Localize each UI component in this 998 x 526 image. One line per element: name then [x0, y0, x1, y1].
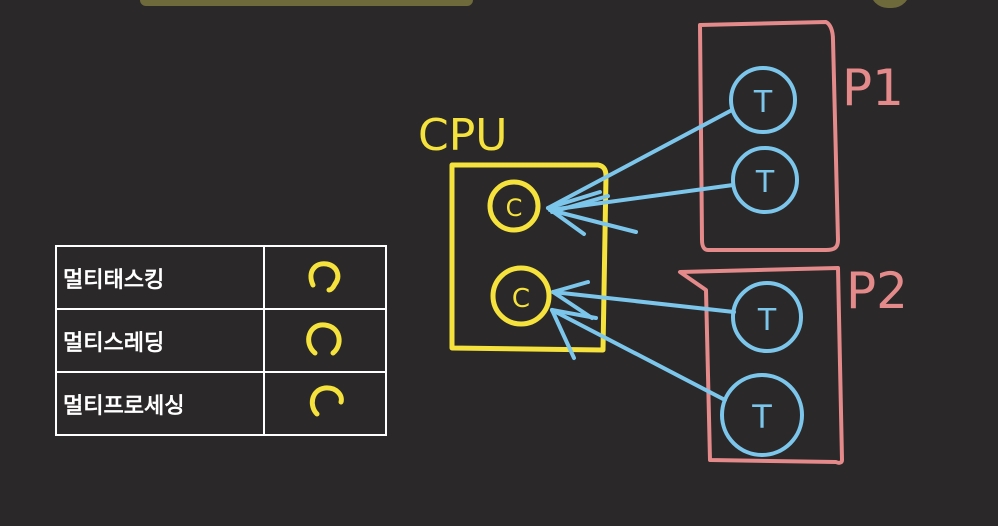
core-label: C [506, 194, 523, 222]
thread-circle [731, 146, 799, 214]
thread-label: T [755, 165, 775, 200]
process-2-label: P2 [846, 262, 908, 320]
thread-p2-1: T [731, 281, 803, 353]
circle-mark-icon [308, 260, 341, 292]
thread-p2-2: T [720, 373, 804, 457]
row-mark-multitasking [263, 245, 387, 310]
row-label-multithreading: 멀티스레딩 [55, 308, 265, 373]
cpu-box [449, 162, 609, 353]
thread-p1-2: T [731, 146, 799, 214]
thread-circle [720, 373, 804, 457]
thread-circle [729, 66, 797, 134]
process-1-label: P1 [842, 59, 904, 117]
core-circle [487, 179, 541, 233]
cpu-label: CPU [418, 110, 507, 161]
thread-circle [731, 281, 803, 353]
table-row: 멀티프로세싱 [55, 371, 387, 436]
circle-mark-icon [306, 321, 342, 355]
thread-label: T [757, 303, 777, 338]
arrows-to-core-2 [550, 280, 736, 402]
thread-label: T [751, 398, 772, 436]
core-circle [490, 265, 552, 327]
table-row: 멀티태스킹 [55, 245, 387, 310]
feature-table: 멀티태스킹 멀티스레딩 멀티프로세싱 [55, 245, 387, 436]
arrow-head [550, 194, 610, 214]
core-label: C [512, 284, 530, 314]
thread-label: T [753, 85, 773, 120]
arrow-head [551, 290, 594, 320]
row-mark-multithreading [263, 308, 387, 373]
process-1-box [698, 20, 840, 252]
arrows-to-core-1 [546, 108, 735, 236]
circle-mark-icon [309, 384, 344, 416]
core-1: C [487, 179, 541, 233]
arrow-head [551, 280, 590, 294]
arrow-head [546, 190, 602, 210]
row-label-multitasking: 멀티태스킹 [55, 245, 265, 310]
arrow-head [550, 308, 576, 360]
thread-p1-1: T [729, 66, 797, 134]
row-label-multiprocessing: 멀티프로세싱 [55, 371, 265, 436]
arrow-head [550, 308, 598, 320]
row-mark-multiprocessing [263, 371, 387, 436]
arrow-line [546, 108, 734, 210]
core-2: C [490, 265, 552, 327]
top-banner-highlight [140, 0, 473, 6]
top-right-highlight [870, 0, 910, 8]
arrow-line [550, 308, 727, 402]
table-row: 멀티스레딩 [55, 308, 387, 373]
arrow-head [548, 208, 638, 234]
arrow-line [551, 290, 736, 314]
process-2-box [678, 266, 844, 465]
